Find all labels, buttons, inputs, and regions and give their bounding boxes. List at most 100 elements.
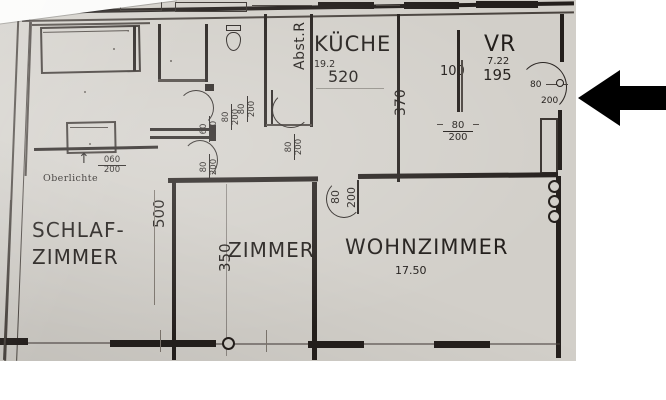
wc-wall-bottom bbox=[158, 79, 208, 82]
abstr-wall-left bbox=[264, 14, 267, 127]
door-swing-corridor bbox=[182, 140, 218, 180]
door-swing-abstr bbox=[272, 92, 310, 128]
door-abstr-dimension-bottom: 200 bbox=[294, 134, 304, 160]
exterior-wall-bottom-3 bbox=[308, 341, 364, 348]
exterior-wall-right-lower bbox=[556, 176, 561, 358]
door-corridor-dimension: 80 200 bbox=[199, 154, 219, 180]
exterior-wall-bottom-hatch-4 bbox=[490, 343, 560, 345]
door-bath-dimension-top: 80 bbox=[221, 111, 231, 123]
zimmer-label: ZIMMER bbox=[228, 238, 315, 262]
bottom-dim-tick-2 bbox=[266, 330, 267, 352]
floor-plan-photo: Oberlichte ↑ 060 200 Abst.R 80 200 60 bbox=[0, 0, 576, 361]
zimmer-wall-right bbox=[312, 182, 317, 360]
oberlichte-dimension-bottom: 200 bbox=[98, 165, 126, 175]
wc-dot bbox=[170, 60, 172, 62]
window-circle-3 bbox=[548, 210, 561, 223]
zimmer-wall-left bbox=[172, 182, 176, 360]
door-leaf-abstr bbox=[271, 90, 273, 124]
exterior-wall-bottom-hatch-2 bbox=[216, 343, 308, 345]
door-entry-dimension: 80 200 bbox=[443, 120, 473, 143]
zimmer-dashed-axis bbox=[226, 184, 227, 356]
exterior-wall-top-inner bbox=[22, 11, 574, 22]
door-swing-hall bbox=[178, 90, 214, 126]
exterior-wall-right-upper bbox=[560, 14, 564, 62]
vorraum-area: 7.22 bbox=[487, 56, 510, 67]
door-abstr-dimension-top: 80 bbox=[284, 141, 294, 153]
wc-wall-left bbox=[158, 24, 161, 82]
vorraum-width: 195 bbox=[483, 66, 512, 84]
door-kueche-dimension: 80 200 bbox=[237, 96, 257, 122]
kueche-label: KÜCHE bbox=[314, 32, 392, 56]
bath-drain-1 bbox=[113, 48, 115, 50]
top-hatch-1 bbox=[252, 5, 312, 6]
toilet-bowl-icon bbox=[226, 32, 241, 51]
kueche-width: 520 bbox=[328, 67, 359, 86]
door-wohn-width-label: 80 bbox=[329, 190, 342, 204]
oberlichte-label: Oberlichte bbox=[43, 173, 98, 184]
zimmer-width-dimension: 350 bbox=[216, 243, 234, 272]
vorraum-label: VR bbox=[484, 32, 517, 57]
door-leaf-wohnzimmer bbox=[357, 180, 359, 214]
exterior-wall-bottom-hatch-1 bbox=[28, 342, 110, 344]
door-jamb-hall bbox=[205, 84, 214, 91]
schlafzimmer-width-dimension: 500 bbox=[150, 199, 168, 228]
corridor-wall-bottom bbox=[150, 136, 216, 139]
closet-inner-line bbox=[70, 127, 108, 128]
left-pointing-arrow-icon bbox=[578, 70, 666, 126]
closet-dot bbox=[89, 143, 91, 145]
door-kueche-dimension-bottom: 200 bbox=[247, 96, 257, 122]
schlafzimmer-dim-line bbox=[154, 190, 155, 305]
top-window-box-2 bbox=[175, 2, 247, 12]
exterior-wall-bottom-2 bbox=[110, 340, 216, 347]
exterior-wall-bottom-4 bbox=[434, 341, 490, 348]
door-swing-wohnzimmer bbox=[326, 180, 362, 218]
door-entry-dim-leader-right bbox=[473, 124, 479, 125]
exterior-wall-bottom-hatch-3 bbox=[364, 343, 434, 345]
door-swing-entry bbox=[519, 62, 567, 112]
bath-wall-right bbox=[133, 26, 136, 71]
top-window-box-4 bbox=[404, 2, 459, 9]
vr-closet-box bbox=[540, 118, 558, 174]
plot-boundary-lower bbox=[3, 200, 12, 360]
arrow-shaft bbox=[616, 86, 666, 110]
corridor-door-jamb bbox=[209, 125, 216, 141]
entry-door-hinge-icon bbox=[556, 79, 564, 87]
wc-wall-right bbox=[205, 24, 208, 82]
oberlichte-arrow-icon: ↑ bbox=[78, 151, 90, 167]
top-hatch-2 bbox=[376, 5, 400, 6]
oberlichte-dimension-top: 060 bbox=[103, 155, 121, 165]
door-corridor-dimension-bottom: 200 bbox=[209, 154, 219, 180]
exterior-wall-bottom-1 bbox=[0, 338, 28, 345]
bottom-window-circle bbox=[222, 337, 235, 350]
door-entry-dimension-top: 80 bbox=[451, 120, 465, 131]
schlafzimmer-label-line2: ZIMMER bbox=[32, 245, 119, 269]
door-abstr-dimension: 80 200 bbox=[284, 134, 304, 160]
oberlichte-dimension: 060 200 bbox=[98, 156, 126, 175]
top-window-box-3 bbox=[318, 2, 374, 9]
wall-mid-horizontal-right bbox=[358, 172, 559, 179]
wohnzimmer-area: 17.50 bbox=[395, 264, 427, 277]
door-kueche-dimension-top: 80 bbox=[237, 103, 247, 115]
corridor-wall-top bbox=[150, 128, 216, 131]
exterior-wall-right-mid bbox=[558, 110, 562, 170]
door-entry-dim-leader-left bbox=[437, 124, 443, 125]
wohnzimmer-depth-dimension: 370 bbox=[393, 89, 409, 116]
top-window-box-5 bbox=[476, 1, 538, 8]
wohnzimmer-label: WOHNZIMMER bbox=[345, 235, 509, 259]
arrow-head bbox=[578, 70, 620, 126]
vr-partition-wall-thin bbox=[461, 60, 463, 112]
schlafzimmer-label-line1: SCHLAF- bbox=[32, 218, 125, 242]
window-circle-1 bbox=[548, 180, 561, 193]
window-circle-2 bbox=[548, 195, 561, 208]
kueche-dashed-underline bbox=[316, 88, 384, 89]
bath-drain-2 bbox=[84, 91, 86, 93]
entry-door-height-label: 200 bbox=[541, 96, 559, 106]
vr-partition-wall bbox=[457, 30, 460, 112]
door-entry-dimension-bottom: 200 bbox=[443, 131, 473, 143]
door-wohn-height-label: 200 bbox=[345, 187, 358, 208]
entry-door-width-label: 80 bbox=[530, 80, 542, 90]
bottom-dim-tick-1 bbox=[160, 330, 161, 352]
kueche-area: 19.2 bbox=[314, 59, 336, 70]
door-corridor-dimension-top: 80 bbox=[199, 161, 209, 173]
